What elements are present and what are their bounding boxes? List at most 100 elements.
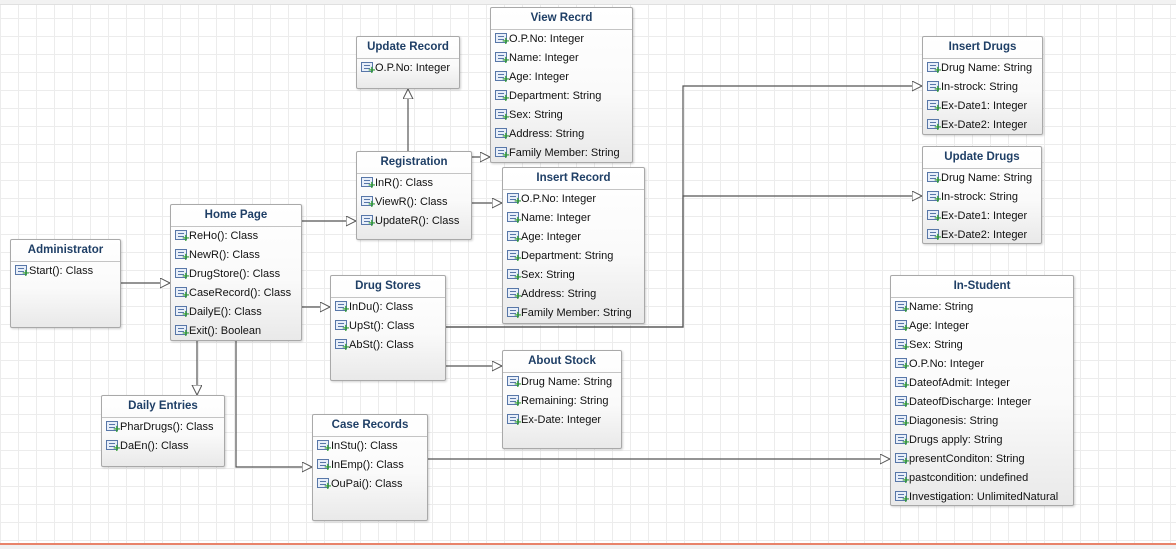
attribute-label: PharDrugs(): Class (120, 421, 214, 433)
attribute-icon (507, 395, 522, 409)
class-attribute: DateofDischarge: Integer (891, 393, 1073, 412)
attribute-icon (175, 230, 190, 244)
link-home-caserecords (235, 341, 312, 467)
attribute-label: Exit(): Boolean (189, 325, 262, 337)
class-title: Home Page (171, 205, 301, 227)
attribute-label: AbSt(): Class (349, 339, 414, 351)
link-drugstores-updatedrugs (446, 196, 922, 328)
attribute-icon (175, 249, 190, 263)
attribute-icon (335, 320, 350, 334)
class-update-record[interactable]: Update Record O.P.No: Integer (356, 36, 460, 89)
attribute-icon (495, 52, 510, 66)
attribute-label: Family Member: String (521, 307, 632, 319)
attribute-label: InEmp(): Class (331, 459, 404, 471)
attribute-label: DailyE(): Class (189, 306, 262, 318)
class-attribute: ReHo(): Class (171, 227, 301, 246)
attribute-label: Age: Integer (521, 231, 581, 243)
class-attribute: Age: Integer (503, 228, 644, 247)
attribute-icon (507, 212, 522, 226)
attribute-icon (895, 434, 910, 448)
class-attribute: Ex-Date: Integer (503, 411, 621, 430)
attribute-icon (507, 193, 522, 207)
attribute-icon (507, 269, 522, 283)
class-title: Drug Stores (331, 276, 445, 298)
class-view-record[interactable]: View Recrd O.P.No: Integer Name: Integer… (490, 7, 633, 163)
attribute-icon (927, 191, 942, 205)
class-attribute: Drugs apply: String (891, 431, 1073, 450)
class-attribute: Start(): Class (11, 262, 120, 281)
class-case-records[interactable]: Case Records InStu(): Class InEmp(): Cla… (312, 414, 428, 521)
class-attribute: O.P.No: Integer (891, 355, 1073, 374)
attribute-icon (106, 440, 121, 454)
attribute-label: O.P.No: Integer (375, 62, 451, 74)
class-title: Daily Entries (102, 396, 224, 418)
attribute-icon (927, 62, 942, 76)
class-title: Case Records (313, 415, 427, 437)
attribute-label: Age: Integer (909, 320, 969, 332)
attribute-icon (15, 265, 30, 279)
attribute-icon (175, 287, 190, 301)
attribute-label: O.P.No: Integer (521, 193, 597, 205)
attribute-label: presentConditon: String (909, 453, 1025, 465)
attribute-icon (507, 250, 522, 264)
attribute-icon (361, 62, 376, 76)
class-attribute: AbSt(): Class (331, 336, 445, 355)
attribute-label: OuPai(): Class (331, 478, 403, 490)
attribute-icon (895, 491, 910, 505)
attribute-icon (335, 301, 350, 315)
class-title: Update Record (357, 37, 459, 59)
class-attribute: O.P.No: Integer (491, 30, 632, 49)
attribute-icon (927, 100, 942, 114)
attribute-label: Sex: String (521, 269, 575, 281)
class-attribute: Department: String (503, 247, 644, 266)
class-insert-record[interactable]: Insert Record O.P.No: Integer Name: Inte… (502, 167, 645, 324)
class-insert-drugs[interactable]: Insert Drugs Drug Name: String In-strock… (922, 36, 1043, 135)
class-attribute: DateofAdmit: Integer (891, 374, 1073, 393)
class-attribute: Ex-Date1: Integer (923, 97, 1042, 116)
class-attribute: O.P.No: Integer (503, 190, 644, 209)
attribute-icon (507, 307, 522, 321)
attribute-icon (895, 377, 910, 391)
attribute-icon (495, 90, 510, 104)
class-administrator[interactable]: Administrator Start(): Class (10, 239, 121, 328)
attribute-icon (175, 325, 190, 339)
attribute-label: pastcondition: undefined (909, 472, 1029, 484)
attribute-label: Remaining: String (521, 395, 609, 407)
attribute-label: DateofDischarge: Integer (909, 396, 1032, 408)
class-attribute: Drug Name: String (503, 373, 621, 392)
attribute-label: NewR(): Class (189, 249, 260, 261)
attribute-label: ReHo(): Class (189, 230, 259, 242)
attribute-icon (495, 33, 510, 47)
attribute-label: Sex: String (909, 339, 963, 351)
class-daily-entries[interactable]: Daily Entries PharDrugs(): Class DaEn():… (101, 395, 225, 467)
class-attribute: UpSt(): Class (331, 317, 445, 336)
attribute-icon (507, 376, 522, 390)
class-update-drugs[interactable]: Update Drugs Drug Name: String In-strock… (922, 146, 1042, 244)
attribute-label: Sex: String (509, 109, 563, 121)
class-attribute: DrugStore(): Class (171, 265, 301, 284)
attribute-label: Ex-Date2: Integer (941, 119, 1028, 131)
class-in-student[interactable]: In-Student Name: String Age: Integer Sex… (890, 275, 1074, 506)
attribute-icon (895, 472, 910, 486)
attribute-label: O.P.No: Integer (509, 33, 585, 45)
attribute-label: Ex-Date1: Integer (941, 210, 1028, 222)
attribute-label: Ex-Date2: Integer (941, 229, 1028, 241)
attribute-label: Address: String (509, 128, 585, 140)
class-registration[interactable]: Registration InR(): Class ViewR(): Class… (356, 151, 472, 240)
class-attribute: Investigation: UnlimitedNatural (891, 488, 1073, 507)
bottom-status-strip (0, 543, 1176, 549)
class-about-stock[interactable]: About Stock Drug Name: String Remaining:… (502, 350, 622, 449)
attribute-icon (495, 147, 510, 161)
attribute-label: DateofAdmit: Integer (909, 377, 1010, 389)
attribute-icon (495, 128, 510, 142)
class-attribute: Name: Integer (491, 49, 632, 68)
attribute-label: O.P.No: Integer (909, 358, 985, 370)
class-drug-stores[interactable]: Drug Stores InDu(): Class UpSt(): Class … (330, 275, 446, 381)
attribute-icon (895, 453, 910, 467)
class-attribute: OuPai(): Class (313, 475, 427, 494)
attribute-label: Drugs apply: String (909, 434, 1003, 446)
class-home-page[interactable]: Home Page ReHo(): Class NewR(): Class Dr… (170, 204, 302, 341)
class-attribute: Age: Integer (491, 68, 632, 87)
attribute-label: Drug Name: String (941, 62, 1033, 74)
